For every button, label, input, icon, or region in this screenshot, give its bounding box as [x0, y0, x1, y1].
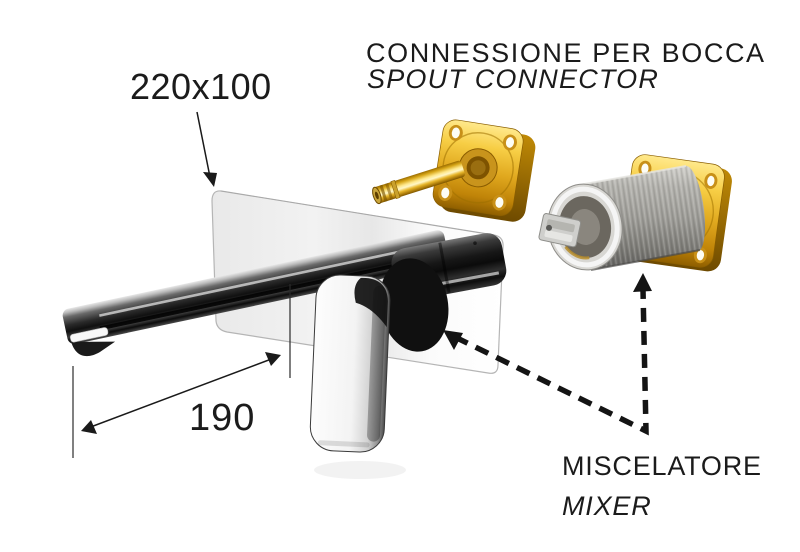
plate-dimension-label: 220x100	[130, 66, 272, 107]
dimension-190	[72, 284, 291, 458]
spout-connector-pipe	[372, 160, 465, 205]
mixer-label-en: MIXER	[562, 491, 652, 521]
spout-connector-label-it: CONNESSIONE PER BOCCA	[366, 38, 766, 68]
spout-aerator	[69, 327, 109, 343]
mixer-cartridge-assembly	[538, 154, 732, 272]
spout-connector-label-en: SPOUT CONNECTOR	[367, 64, 660, 94]
mixer-label-it: MISCELATORE	[562, 451, 762, 481]
lever-shadow	[314, 461, 406, 479]
lever-handle	[309, 274, 391, 453]
cartridge-joint	[379, 258, 449, 352]
spout-underside	[71, 341, 116, 357]
spout-connector	[372, 119, 536, 222]
dashed-arrow-mixer	[443, 273, 652, 436]
spout-length-label: 190	[189, 397, 256, 439]
spout	[62, 230, 450, 357]
flange-screw-holes	[438, 124, 517, 211]
mixer-cartridge-stem	[538, 213, 582, 248]
leader-arrow-plate	[196, 111, 217, 187]
